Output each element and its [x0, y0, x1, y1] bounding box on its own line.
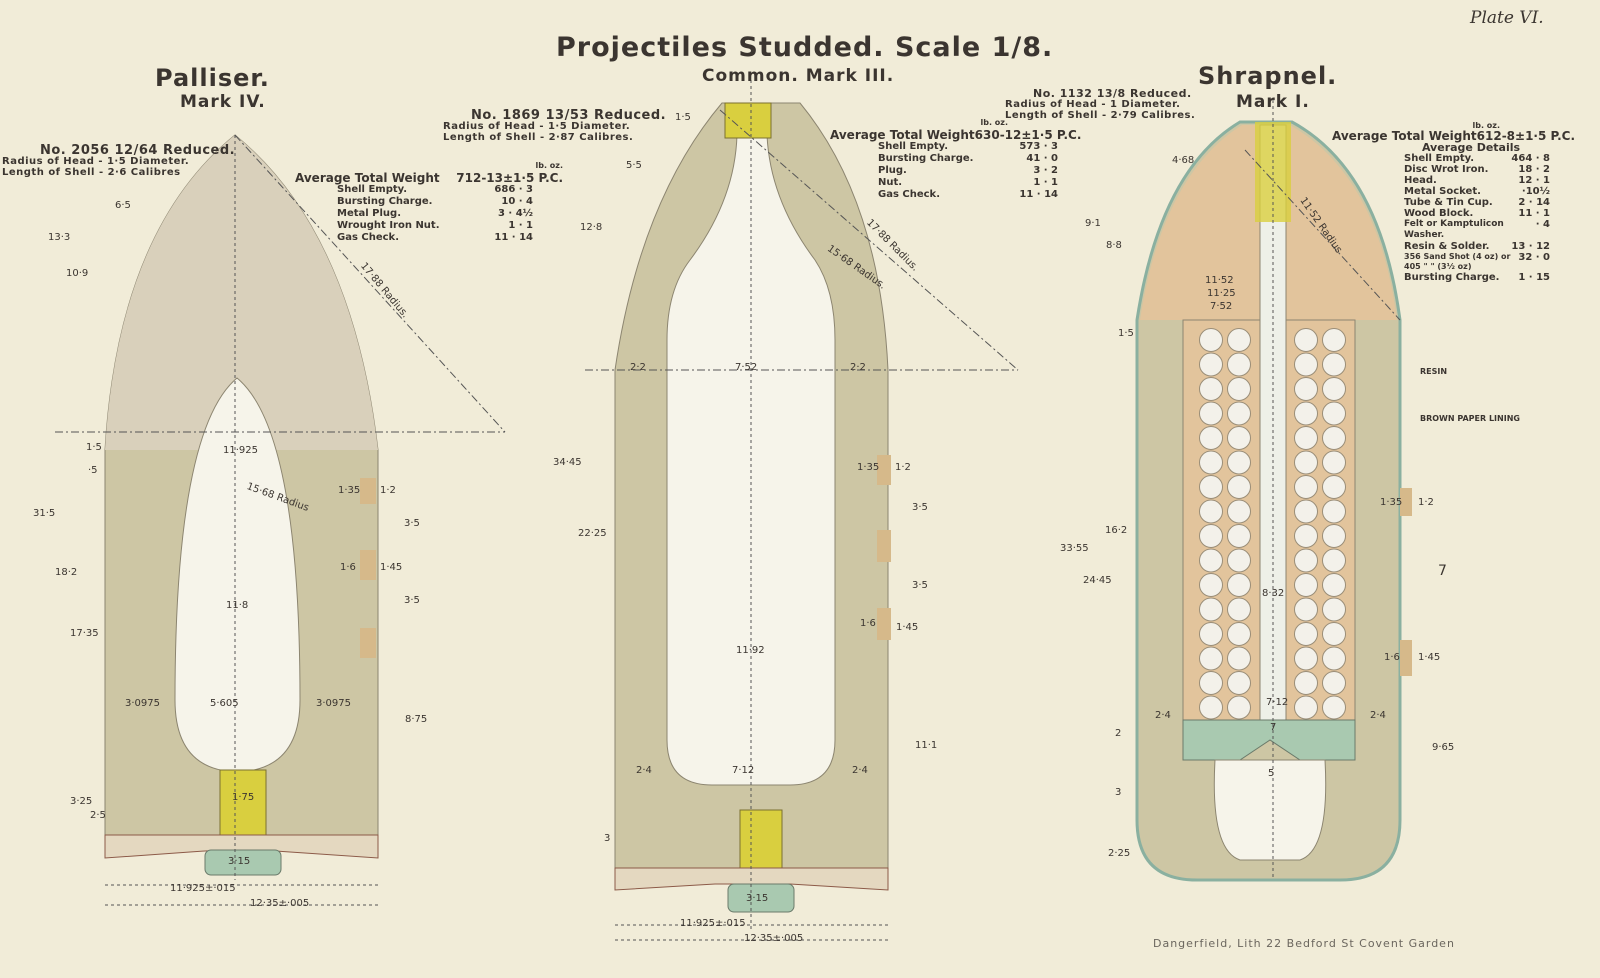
page-title: Projectiles Studded. Scale 1/8. — [556, 32, 1054, 63]
shrapnel-ball — [1227, 426, 1251, 450]
shrapnel-ball — [1294, 475, 1318, 499]
shrapnel-ball — [1199, 401, 1223, 426]
common-gas-check — [727, 883, 795, 913]
shrapnel-ball — [1227, 499, 1251, 524]
shrapnel-disc — [1182, 719, 1356, 761]
shrapnel-ball — [1294, 328, 1318, 352]
common-shell — [585, 80, 1019, 941]
shrapnel-ball — [1227, 597, 1251, 622]
palliser-notes: No. 2056 12/64 Reduced. Radius of Head -… — [2, 143, 236, 178]
common-fuze-plug — [724, 102, 772, 139]
shrapnel-notes: No. 1132 13/8 Reduced. Radius of Head - … — [1005, 87, 1196, 121]
shrapnel-ball — [1227, 548, 1251, 573]
shrapnel-ball — [1322, 352, 1346, 377]
shrapnel-ball — [1322, 450, 1346, 475]
shrapnel-ball — [1294, 401, 1318, 426]
shrapnel-ball — [1199, 622, 1223, 646]
shrapnel-ball — [1199, 695, 1223, 720]
shrapnel-ball — [1322, 671, 1346, 695]
shrapnel-ball — [1199, 377, 1223, 401]
shrapnel-ball — [1227, 475, 1251, 499]
shrapnel-ball — [1227, 695, 1251, 720]
shrapnel-ball — [1294, 450, 1318, 475]
shrapnel-bursting-chamber — [1213, 759, 1327, 861]
shrapnel-ball — [1199, 573, 1223, 597]
shrapnel-ball — [1322, 646, 1346, 671]
palliser-head — [105, 135, 378, 450]
shrapnel-ball — [1227, 646, 1251, 671]
shrapnel-ball — [1322, 499, 1346, 524]
shrapnel-ball — [1199, 328, 1223, 352]
shrapnel-ball — [1322, 548, 1346, 573]
shrapnel-ball — [1199, 646, 1223, 671]
shrapnel-mark: Mark I. — [1236, 92, 1310, 112]
palliser-title: Palliser. — [155, 64, 270, 92]
shrapnel-ball — [1199, 352, 1223, 377]
lithographer-imprint: Dangerfield, Lith 22 Bedford St Covent G… — [1153, 937, 1455, 950]
plate-number: Plate VI. — [1470, 8, 1544, 28]
shrapnel-ball — [1294, 695, 1318, 720]
shrapnel-balls — [1199, 328, 1346, 720]
shrapnel-ball — [1322, 695, 1346, 720]
shrapnel-ball — [1322, 328, 1346, 352]
shrapnel-ball — [1294, 597, 1318, 622]
shrapnel-ball — [1199, 499, 1223, 524]
shrapnel-ball — [1322, 377, 1346, 401]
common-notes: No. 1869 13/53 Reduced. Radius of Head -… — [443, 108, 667, 143]
palliser-stud — [360, 550, 376, 580]
shrapnel-ball — [1294, 573, 1318, 597]
common-title: Common. Mark III. — [702, 66, 895, 86]
shrapnel-ball — [1199, 597, 1223, 622]
shrapnel-ball — [1294, 671, 1318, 695]
shrapnel-ball — [1294, 524, 1318, 548]
palliser-mark: Mark IV. — [180, 92, 266, 112]
shrapnel-title: Shrapnel. — [1198, 62, 1338, 90]
palliser-stud — [360, 628, 376, 658]
shrapnel-ball — [1227, 352, 1251, 377]
shrapnel-ball — [1294, 352, 1318, 377]
shrapnel-ball — [1227, 450, 1251, 475]
shrapnel-ball — [1294, 499, 1318, 524]
shrapnel-ball — [1227, 524, 1251, 548]
shrapnel-ball — [1294, 622, 1318, 646]
shrapnel-ball — [1227, 573, 1251, 597]
shrapnel-ball — [1294, 646, 1318, 671]
shrapnel-ball — [1227, 328, 1251, 352]
shrapnel-ball — [1227, 401, 1251, 426]
shrapnel-ball — [1199, 524, 1223, 548]
shrapnel-ball — [1294, 377, 1318, 401]
shrapnel-ball — [1199, 450, 1223, 475]
shrapnel-ball — [1322, 597, 1346, 622]
shrapnel-ball — [1199, 548, 1223, 573]
shrapnel-ball — [1199, 671, 1223, 695]
shrapnel-ball — [1322, 401, 1346, 426]
shrapnel-ball — [1294, 548, 1318, 573]
shrapnel-ball — [1322, 622, 1346, 646]
shrapnel-ball — [1322, 573, 1346, 597]
shrapnel-ball — [1294, 426, 1318, 450]
shrapnel-shell — [1135, 100, 1412, 882]
shrapnel-ball — [1227, 622, 1251, 646]
shrapnel-ball — [1322, 475, 1346, 499]
palliser-stud — [360, 478, 376, 504]
shrapnel-ball — [1227, 377, 1251, 401]
shrapnel-ball — [1322, 524, 1346, 548]
shrapnel-ball — [1227, 671, 1251, 695]
shrapnel-ball — [1199, 426, 1223, 450]
palliser-shell — [55, 134, 506, 906]
palliser-gas-check — [204, 849, 282, 876]
shrapnel-ball — [1322, 426, 1346, 450]
shrapnel-ball — [1199, 475, 1223, 499]
